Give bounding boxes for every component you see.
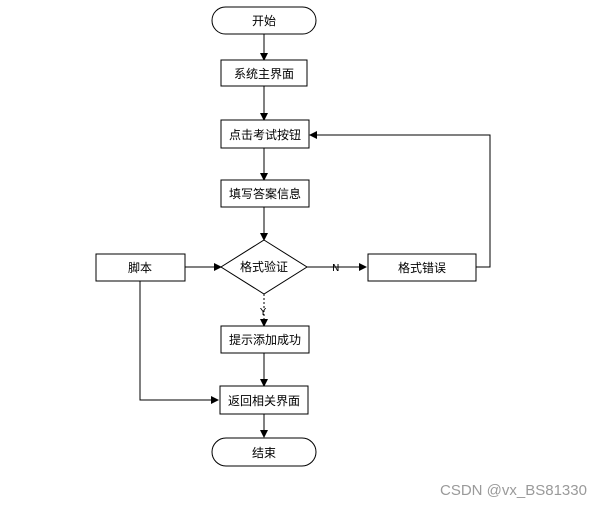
start-label: 开始 bbox=[252, 14, 276, 28]
main-ui-label: 系统主界面 bbox=[234, 67, 294, 81]
click-exam-label: 点击考试按钮 bbox=[229, 127, 301, 142]
node-start: 开始 bbox=[211, 6, 317, 35]
script-process-box bbox=[95, 253, 186, 282]
node-main-ui: 系统主界面 bbox=[220, 59, 308, 87]
node-validate: 格式验证 bbox=[220, 239, 308, 295]
connectors bbox=[139, 34, 491, 438]
arrow-error-to-click bbox=[309, 131, 491, 268]
csdn-watermark: CSDN @vx_BS81330 bbox=[440, 482, 587, 499]
format-error-process-box bbox=[367, 253, 477, 282]
end-terminator-shape bbox=[211, 437, 317, 467]
success-label: 提示添加成功 bbox=[229, 332, 301, 347]
format-error-label: 格式错误 bbox=[398, 260, 446, 275]
return-page-label: 返回相关界面 bbox=[228, 394, 300, 408]
node-end: 结束 bbox=[211, 437, 317, 467]
start-terminator-shape bbox=[211, 6, 317, 35]
return-page-process-box bbox=[219, 385, 309, 415]
validate-decision-diamond bbox=[220, 239, 308, 295]
fill-answer-process-box bbox=[220, 179, 310, 208]
end-label: 结束 bbox=[252, 446, 276, 460]
edge-label-no: N bbox=[332, 263, 339, 274]
success-process-box bbox=[220, 325, 310, 354]
node-format-error: 格式错误 bbox=[367, 253, 477, 282]
node-success: 提示添加成功 bbox=[220, 325, 310, 354]
node-return-page: 返回相关界面 bbox=[219, 385, 309, 415]
main-ui-process-box bbox=[220, 59, 308, 87]
arrow-script-to-return bbox=[139, 281, 219, 404]
edge-label-yes: Y bbox=[259, 307, 267, 318]
node-fill-answer: 填写答案信息 bbox=[220, 179, 310, 208]
node-click-exam: 点击考试按钮 bbox=[220, 119, 310, 149]
fill-answer-label: 填写答案信息 bbox=[229, 186, 301, 201]
node-script: 脚本 bbox=[95, 253, 186, 282]
script-label: 脚本 bbox=[128, 260, 152, 275]
validate-label: 格式验证 bbox=[240, 259, 288, 274]
click-exam-process-box bbox=[220, 119, 310, 149]
